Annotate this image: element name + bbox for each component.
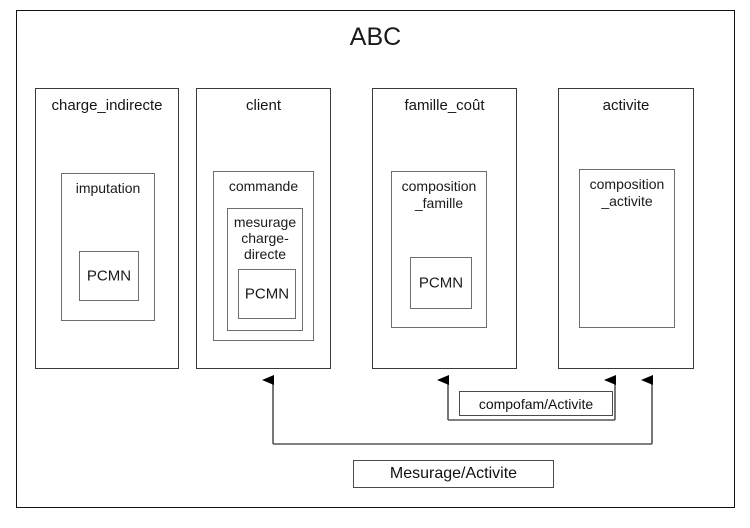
class-composition-activite[interactable]: composition _activite: [579, 169, 675, 328]
page-title: ABC: [349, 23, 402, 51]
class-imputation[interactable]: imputation PCMN: [61, 173, 155, 321]
composition-activite-line-1: composition: [589, 176, 665, 192]
class-label-imputation: imputation: [75, 180, 141, 196]
class-label-composition-activite: composition _activite: [580, 176, 674, 210]
composition-activite-line-2: _activite: [601, 193, 653, 209]
composition-famille-line-2: _famille: [414, 195, 464, 211]
package-label-charge-indirecte: charge_indirecte: [51, 97, 163, 114]
package-famille-cout[interactable]: famille_coût composition _famille PCMN: [372, 88, 517, 369]
class-label-pcmn-mesurage: PCMN: [244, 285, 290, 303]
package-charge-indirecte[interactable]: charge_indirecte imputation PCMN: [35, 88, 179, 369]
class-commande[interactable]: commande mesurage charge- directe PCMN: [213, 171, 314, 341]
mesurage-line-1: mesurage: [233, 214, 297, 230]
package-label-client: client: [245, 97, 282, 114]
mesurage-line-3: directe: [243, 246, 287, 262]
class-pcmn-mesurage[interactable]: PCMN: [238, 269, 296, 319]
class-label-pcmn-famille: PCMN: [418, 274, 464, 292]
class-label-composition-famille: composition _famille: [392, 178, 486, 212]
package-activite[interactable]: activite composition _activite: [558, 88, 694, 369]
class-pcmn-famille[interactable]: PCMN: [410, 257, 472, 309]
mesurage-line-2: charge-: [241, 230, 289, 246]
class-mesurage-charge-directe[interactable]: mesurage charge- directe PCMN: [227, 208, 303, 331]
association-label-mesurage-activite[interactable]: Mesurage/Activite: [353, 460, 554, 488]
package-label-famille-cout: famille_coût: [404, 97, 485, 114]
association-label-compofam-activite[interactable]: compofam/Activite: [459, 391, 613, 416]
class-pcmn-imputation[interactable]: PCMN: [79, 251, 139, 301]
class-label-mesurage-charge-directe: mesurage charge- directe: [228, 214, 302, 262]
class-label-pcmn-imputation: PCMN: [86, 267, 132, 285]
class-label-commande: commande: [228, 178, 299, 194]
package-label-activite: activite: [602, 97, 650, 114]
package-client[interactable]: client commande mesurage charge- directe…: [196, 88, 331, 369]
class-composition-famille[interactable]: composition _famille PCMN: [391, 171, 487, 328]
composition-famille-line-1: composition: [401, 178, 477, 194]
